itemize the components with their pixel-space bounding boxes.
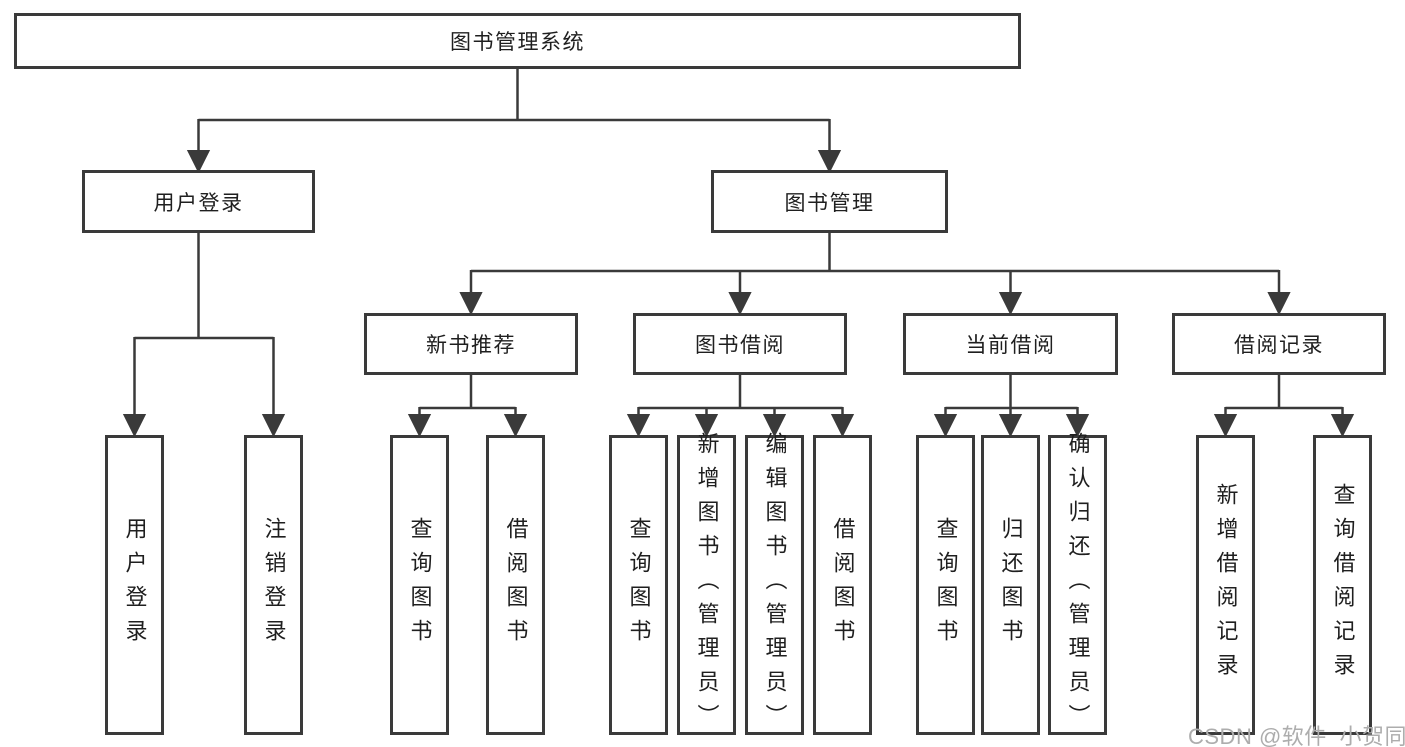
node-label: 借阅图书 — [830, 517, 856, 653]
leaf-borrow-books-recommend: 借阅图书 — [486, 435, 545, 735]
leaf-add-borrow-record: 新增借阅记录 — [1196, 435, 1255, 735]
leaf-query-books-current: 查询图书 — [916, 435, 975, 735]
leaf-edit-books-admin: 编辑图书（管理员） — [745, 432, 804, 738]
csdn-watermark: CSDN @软件_小贺同学 — [1188, 724, 1405, 747]
node-borrow-records: 借阅记录 — [1172, 313, 1386, 375]
leaf-query-books-recommend: 查询图书 — [390, 435, 449, 735]
leaf-query-borrow-record: 查询借阅记录 — [1313, 435, 1372, 735]
leaf-user-login: 用户登录 — [105, 435, 164, 735]
node-book-borrowing: 图书借阅 — [633, 313, 847, 375]
node-label: 借阅图书 — [503, 517, 529, 653]
leaf-return-books: 归还图书 — [981, 435, 1040, 735]
leaf-add-books-admin: 新增图书（管理员） — [677, 432, 736, 738]
leaf-borrow-books-borrowing: 借阅图书 — [813, 435, 872, 735]
node-label: 查询图书 — [407, 517, 433, 653]
node-label: 归还图书 — [998, 517, 1024, 653]
node-user-login: 用户登录 — [82, 170, 315, 233]
node-label: 图书借阅 — [695, 334, 785, 357]
node-label: 借阅记录 — [1234, 334, 1324, 357]
node-new-book-recommend: 新书推荐 — [364, 313, 578, 375]
node-label: 新增图书（管理员） — [694, 432, 720, 738]
node-label: 注销登录 — [261, 517, 287, 653]
node-book-management: 图书管理 — [711, 170, 948, 233]
node-label: 查询图书 — [933, 517, 959, 653]
node-label: 查询图书 — [626, 517, 652, 653]
node-library-management-system: 图书管理系统 — [14, 13, 1021, 69]
node-label: 查询借阅记录 — [1330, 483, 1356, 687]
node-label: 新书推荐 — [426, 334, 516, 357]
leaf-confirm-return-admin: 确认归还（管理员） — [1048, 432, 1107, 738]
node-label: 图书管理系统 — [450, 31, 585, 54]
node-current-borrowing: 当前借阅 — [903, 313, 1118, 375]
leaf-logout: 注销登录 — [244, 435, 303, 735]
leaf-query-books-borrowing: 查询图书 — [609, 435, 668, 735]
node-label: 当前借阅 — [965, 334, 1056, 357]
node-label: 用户登录 — [153, 191, 244, 215]
node-label: 新增借阅记录 — [1213, 483, 1239, 687]
node-label: 图书管理 — [784, 191, 875, 215]
node-label: 确认归还（管理员） — [1065, 432, 1091, 738]
node-label: 编辑图书（管理员） — [762, 432, 788, 738]
node-label: 用户登录 — [122, 517, 148, 653]
